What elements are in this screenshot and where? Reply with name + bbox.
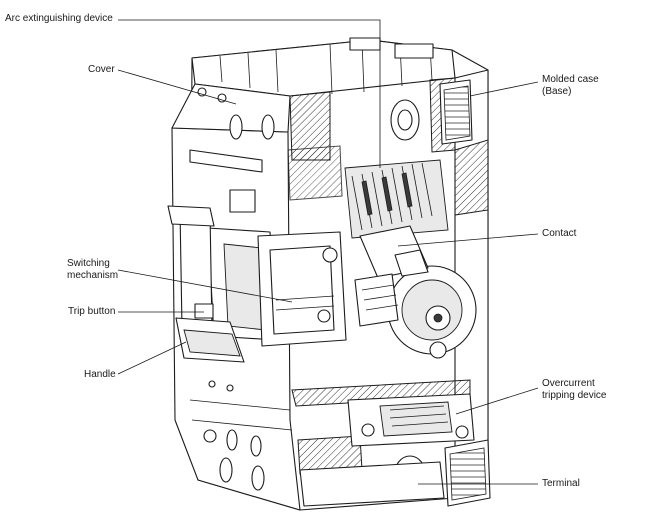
label-handle: Handle <box>84 369 116 380</box>
case-cutaway-walls <box>287 77 489 475</box>
arc-chute-plates <box>344 159 449 239</box>
label-molded-case-line1: Molded case <box>542 74 599 85</box>
trip-button-and-handle <box>175 303 245 363</box>
contact-assembly <box>354 225 477 359</box>
label-arc-extinguishing-device: Arc extinguishing device <box>5 13 113 24</box>
top-terminal-knob <box>390 79 473 145</box>
leader-overcurrent <box>455 387 539 415</box>
label-overcurrent-tripping-device: Overcurrent tripping device <box>542 378 606 402</box>
label-cover: Cover <box>88 64 115 75</box>
switching-mechanism <box>167 205 347 347</box>
leader-molded-case <box>469 81 539 97</box>
leader-switching <box>117 269 293 303</box>
label-molded-case-line2: (Base) <box>542 86 572 97</box>
label-switching-line2: mechanism <box>67 270 119 281</box>
leader-arc <box>118 19 381 168</box>
leader-handle <box>117 341 187 375</box>
label-switching-mechanism: Switching mechanism <box>67 258 118 282</box>
label-trip-button: Trip button <box>68 306 116 317</box>
leader-cover <box>117 69 237 105</box>
leader-lines <box>117 19 539 485</box>
overcurrent-device <box>347 393 475 447</box>
label-terminal: Terminal <box>542 478 580 489</box>
bottom-terminal <box>299 439 491 507</box>
leader-contact <box>397 233 539 247</box>
label-switching-line1: Switching <box>67 258 110 269</box>
label-overcurrent-line1: Overcurrent <box>542 378 595 389</box>
label-molded-case: Molded case (Base) <box>542 74 599 98</box>
label-overcurrent-line2: tripping device <box>542 390 607 401</box>
label-contact: Contact <box>542 228 577 239</box>
